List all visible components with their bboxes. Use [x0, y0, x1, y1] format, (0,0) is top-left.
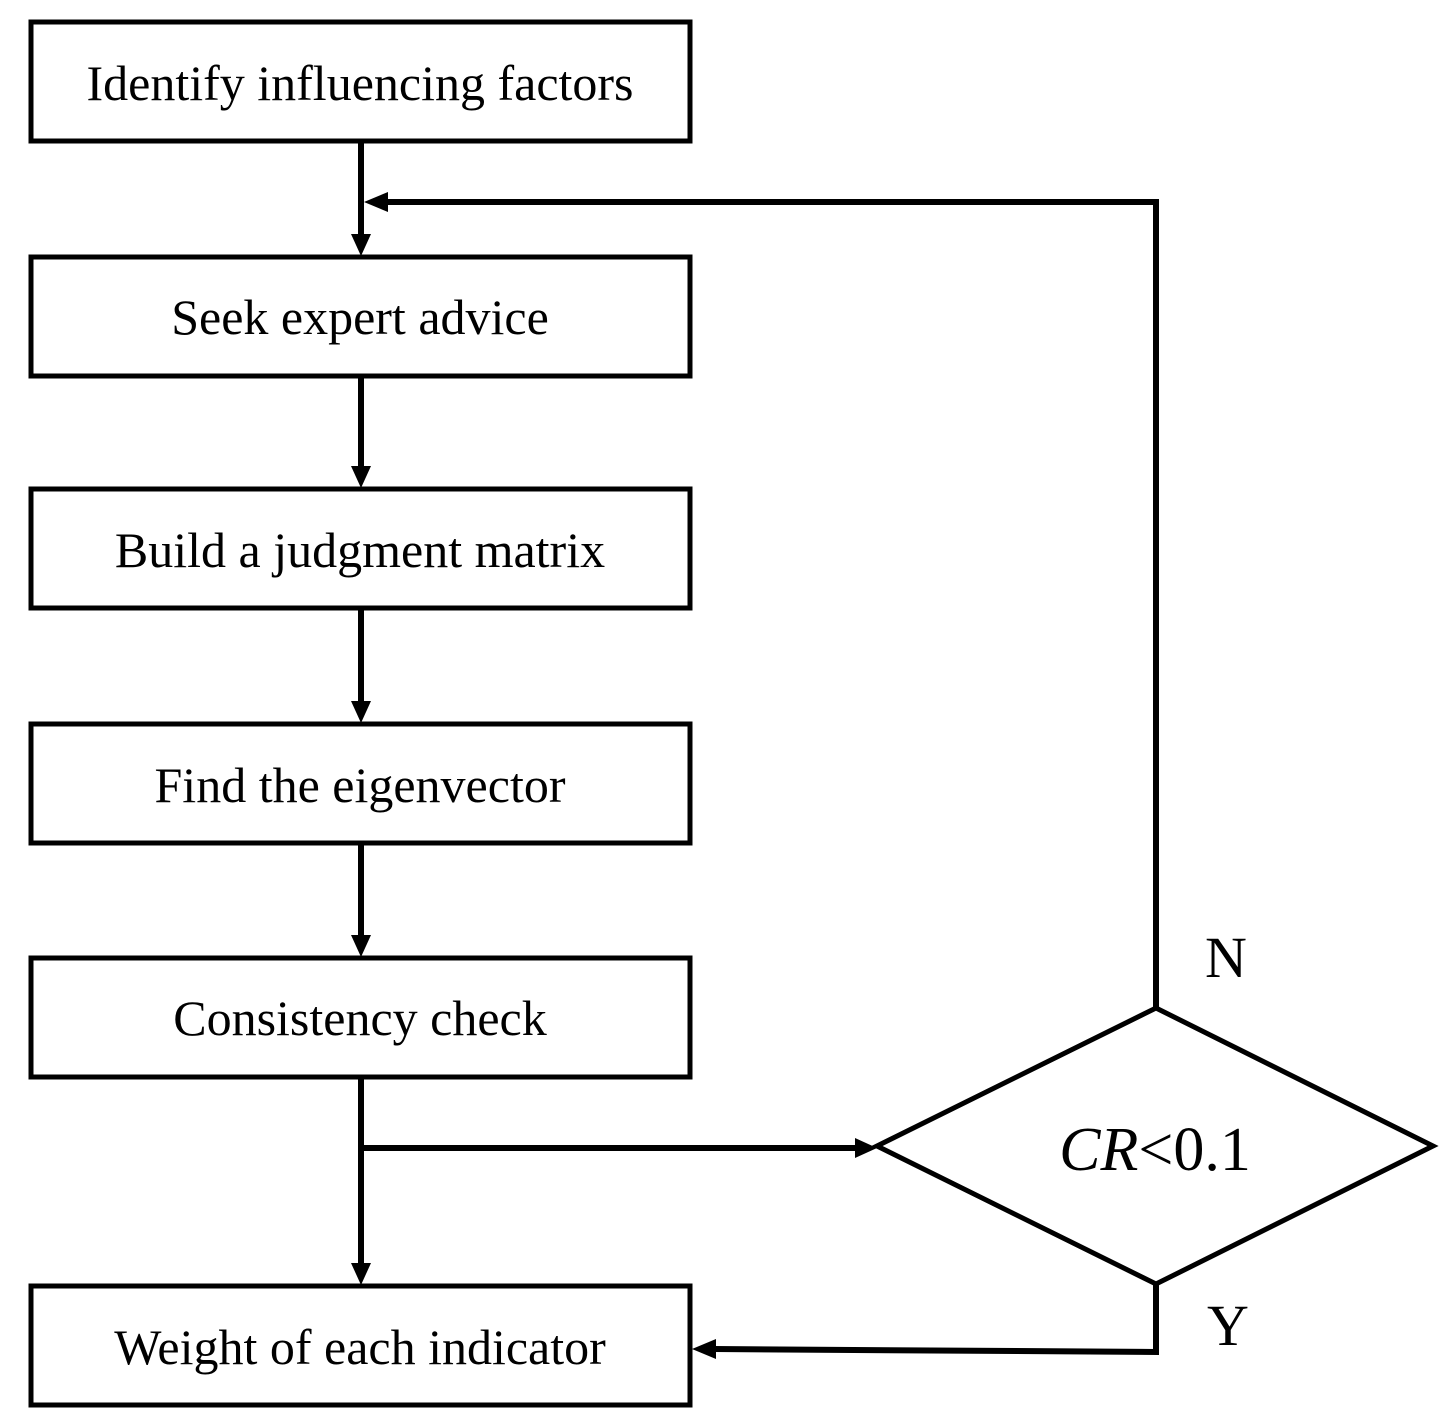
- decision: CR<0.1: [871, 1005, 1439, 1287]
- step-check-label: Consistency check: [173, 990, 547, 1046]
- step-identify-label: Identify influencing factors: [86, 55, 633, 111]
- arrow-check-to-weight: [351, 1077, 371, 1285]
- step-find-box: [28, 721, 693, 846]
- branch-no-label: N: [1205, 925, 1247, 990]
- arrow-decision-yes: [692, 1284, 1159, 1359]
- arrow-seek-to-build: [351, 376, 371, 488]
- arrow-check-to-decision: [361, 1138, 877, 1158]
- step-find-label: Find the eigenvector: [155, 757, 566, 813]
- step-weight-label: Weight of each indicator: [114, 1319, 606, 1375]
- arrow-down-icon: [351, 466, 371, 488]
- decision-variable: CR: [1059, 1116, 1138, 1184]
- arrow-decision-no-loop: [364, 192, 1159, 1008]
- step-seek: Seek expert advice: [28, 254, 693, 379]
- step-check: Consistency check: [28, 955, 693, 1080]
- arrow-identify-to-seek: [351, 141, 371, 256]
- step-build: Build a judgment matrix: [28, 486, 693, 611]
- step-find: Find the eigenvector: [28, 721, 693, 846]
- step-build-label: Build a judgment matrix: [115, 522, 605, 578]
- step-weight: Weight of each indicator: [28, 1283, 693, 1408]
- arrow-down-icon: [351, 234, 371, 256]
- step-seek-box: [28, 254, 693, 379]
- step-identify: Identify influencing factors: [28, 19, 693, 144]
- arrow-left-icon: [692, 1339, 716, 1359]
- decision-condition: <0.1: [1138, 1116, 1250, 1184]
- branch-yes-label: Y: [1207, 1293, 1249, 1358]
- step-seek-label: Seek expert advice: [171, 289, 549, 345]
- arrow-down-icon: [351, 701, 371, 723]
- step-identify-box: [28, 19, 693, 144]
- arrow-down-icon: [351, 1263, 371, 1285]
- arrow-find-to-check: [351, 843, 371, 957]
- arrow-build-to-find: [351, 608, 371, 723]
- step-weight-box: [28, 1283, 693, 1408]
- decision-label: CR<0.1: [1059, 1116, 1251, 1184]
- arrow-right-icon: [855, 1138, 877, 1158]
- arrow-down-icon: [351, 935, 371, 957]
- arrow-left-icon: [364, 192, 388, 212]
